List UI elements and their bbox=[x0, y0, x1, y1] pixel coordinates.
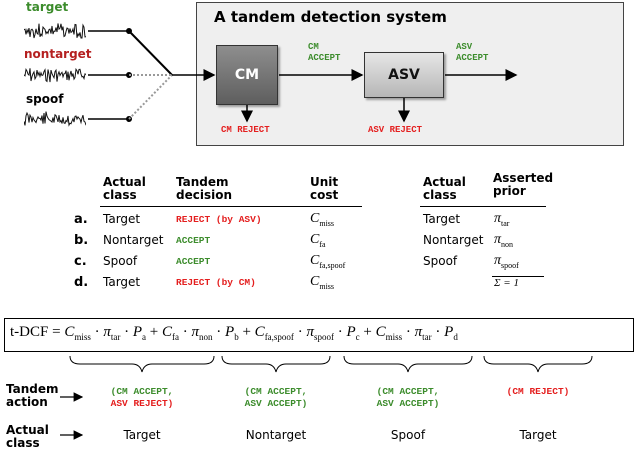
tdcf-formula: t-DCF = Cmiss · πtar · Pa + Cfa · πnon ·… bbox=[10, 324, 458, 342]
prior-row-value: πnon bbox=[494, 232, 514, 249]
cm-reject-label: CM REJECT bbox=[221, 125, 270, 135]
source-label-target: target bbox=[26, 0, 69, 14]
formula-term: Cfa · πnon · Pb bbox=[162, 324, 239, 342]
actual-class-value: Target bbox=[123, 428, 161, 442]
waveform-nontarget-icon bbox=[24, 67, 86, 83]
cost-row-class: Target bbox=[103, 275, 141, 289]
prior-sum: Σ = 1 bbox=[494, 277, 519, 289]
cm-block: CM bbox=[216, 45, 278, 105]
cost-row-unit-cost: Cfa bbox=[310, 232, 326, 249]
prior-row-value: πspoof bbox=[494, 253, 519, 270]
tandem-action: (CM ACCEPT, ASV ACCEPT) bbox=[376, 386, 440, 409]
cost-row-letter: d. bbox=[74, 275, 89, 290]
cost-row-unit-cost: Cfa,spoof bbox=[310, 253, 346, 270]
cost-row-letter: a. bbox=[74, 212, 88, 227]
cost-row-class: Target bbox=[103, 212, 141, 226]
source-label-nontarget: nontarget bbox=[24, 47, 92, 61]
asv-block: ASV bbox=[364, 52, 444, 98]
cost-row-decision: ACCEPT bbox=[176, 256, 211, 267]
prior-row-class: Target bbox=[423, 212, 461, 226]
tandem-action: (CM ACCEPT, ASV ACCEPT) bbox=[244, 386, 308, 409]
cost-row-letter: c. bbox=[74, 254, 87, 269]
waveform-target-icon bbox=[24, 23, 86, 39]
tandem-action: (CM REJECT) bbox=[506, 386, 570, 397]
formula-lhs: t-DCF bbox=[10, 324, 49, 340]
actual-class-value: Target bbox=[519, 428, 557, 442]
cost-row-class: Spoof bbox=[103, 254, 138, 268]
prior-row-class: Nontarget bbox=[423, 233, 484, 247]
source-label-spoof: spoof bbox=[26, 92, 64, 106]
waveform-spoof-icon bbox=[24, 111, 86, 127]
cost-row-unit-cost: Cmiss bbox=[310, 211, 335, 228]
diagram-connectors bbox=[88, 28, 518, 123]
cost-row-unit-cost: Cmiss bbox=[310, 274, 335, 291]
formula-term: Cfa,spoof · πspoof · Pc bbox=[254, 324, 360, 342]
prior-row-class: Spoof bbox=[423, 254, 458, 268]
cost-row-letter: b. bbox=[74, 233, 89, 248]
actual-class-value: Spoof bbox=[390, 428, 426, 442]
tdcf-formula-box bbox=[4, 318, 634, 352]
prior-sum-rule bbox=[492, 276, 544, 277]
bottom-row-arrows bbox=[60, 392, 84, 440]
prior-header-rule bbox=[420, 206, 546, 207]
cost-row-decision: REJECT (by CM) bbox=[176, 277, 256, 288]
formula-term: Cmiss · πtar · Pd bbox=[375, 324, 458, 342]
cost-row-decision: ACCEPT bbox=[176, 235, 211, 246]
formula-braces bbox=[69, 355, 593, 373]
asv-reject-label: ASV REJECT bbox=[368, 125, 423, 135]
cost-row-class: Nontarget bbox=[103, 233, 164, 247]
prior-row-value: πtar bbox=[494, 211, 510, 228]
system-title: A tandem detection system bbox=[214, 8, 447, 26]
cost-row-decision: REJECT (by ASV) bbox=[176, 214, 262, 225]
actual-class-value: Nontarget bbox=[245, 428, 307, 442]
tandem-action: (CM ACCEPT, ASV REJECT) bbox=[110, 386, 174, 409]
formula-term: Cmiss · πtar · Pa bbox=[64, 324, 147, 342]
cost-header-rule bbox=[100, 206, 362, 207]
